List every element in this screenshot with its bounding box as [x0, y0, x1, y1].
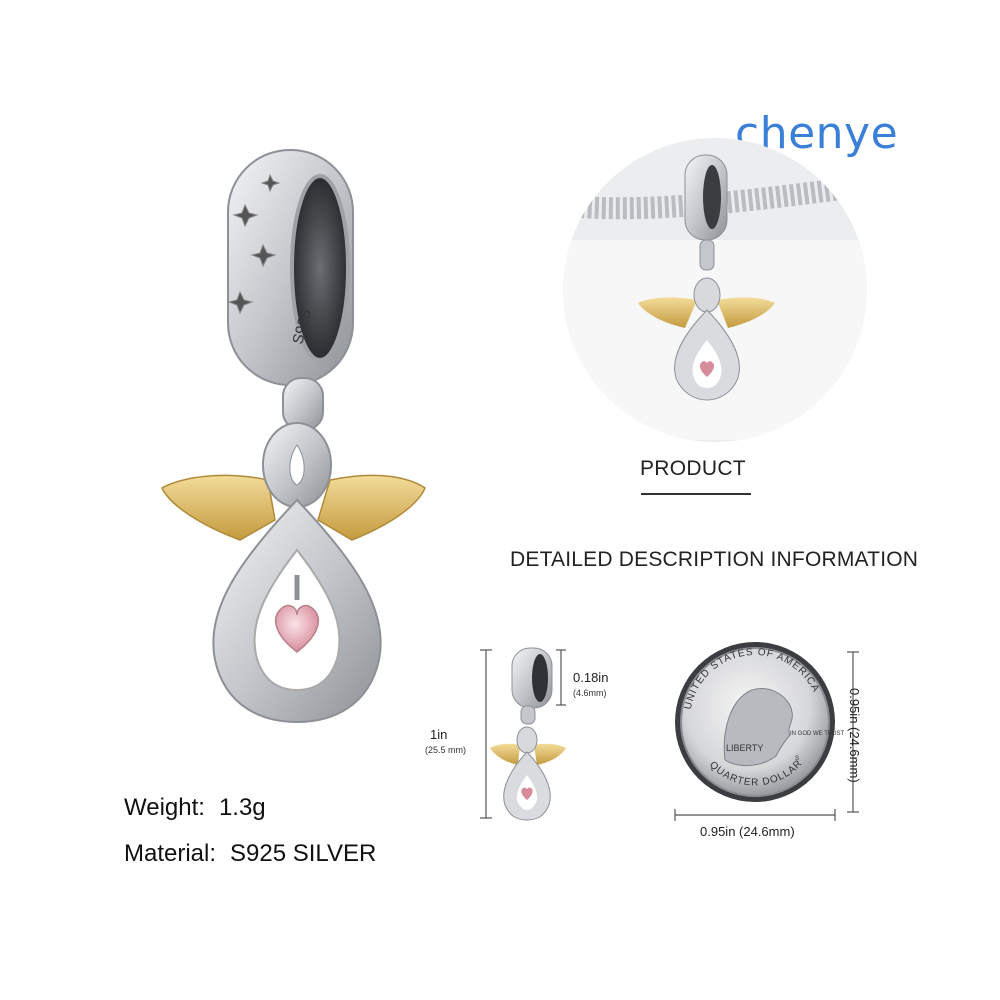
left-wing	[161, 474, 276, 541]
star-engravings	[227, 173, 281, 315]
weight-label: Weight:	[124, 794, 205, 821]
coin-width-label: 0.95in (24.6mm)	[700, 824, 795, 839]
pink-heart-stone	[274, 604, 320, 653]
right-wing	[317, 474, 426, 541]
coin-mint-mark: S	[795, 756, 799, 762]
bail-mm-label: (4.6mm)	[573, 688, 607, 698]
material-label: Material:	[124, 840, 217, 867]
weight-spec: Weight: 1.3g	[124, 794, 266, 822]
description-section-title: DETAILED DESCRIPTION INFORMATION	[510, 548, 919, 571]
height-in-label: 1in	[430, 727, 448, 742]
bail-in-label: 0.18in	[573, 670, 609, 685]
coin-liberty-text: LIBERTY	[726, 743, 763, 753]
weight-value: 1.3g	[218, 794, 266, 821]
material-value: S925 SILVER	[230, 840, 377, 867]
height-mm-label: (25.5 mm)	[425, 745, 467, 755]
coin-height-label: 0.95in (24.6mm)	[847, 688, 862, 783]
bead-hole	[290, 174, 350, 362]
material-spec: Material: S925 SILVER	[124, 840, 376, 868]
angel-head-drop	[289, 444, 305, 486]
coin-motto-text: IN GOD WE TRUST	[790, 731, 845, 737]
product-section-title: PRODUCT	[640, 457, 746, 480]
washington-profile	[723, 688, 793, 766]
product-title-underline	[641, 493, 751, 495]
